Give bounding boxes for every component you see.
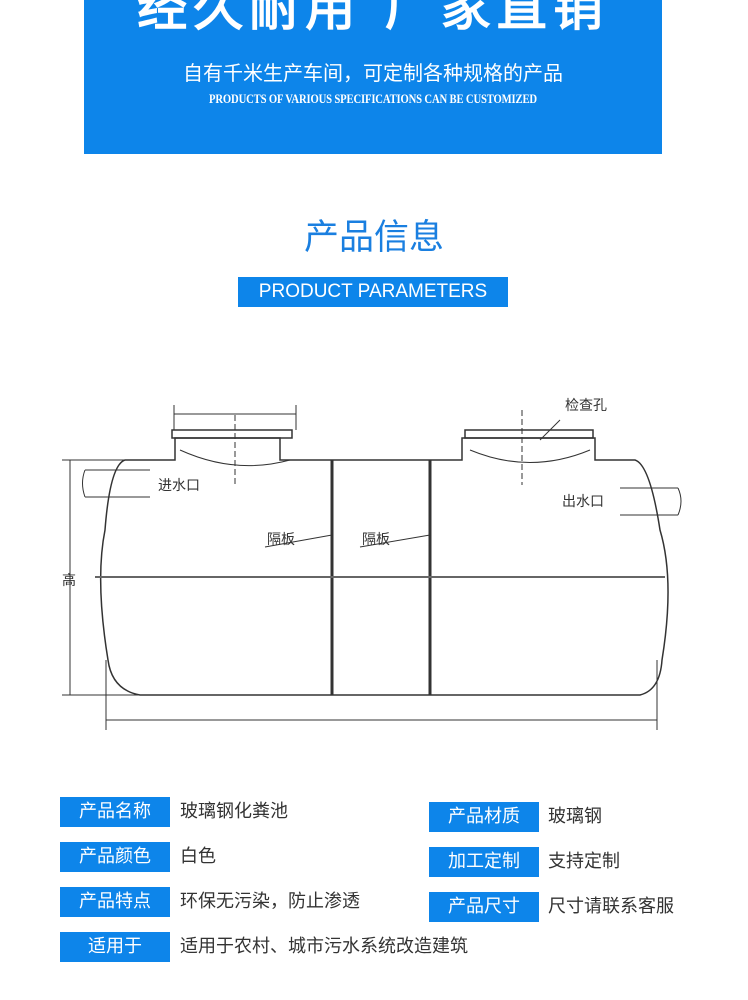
param-label-name: 产品名称 [60, 797, 170, 827]
banner-subtitle: 自有千米生产车间，可定制各种规格的产品 [183, 61, 563, 85]
promo-banner: 经久耐用 厂家直销 自有千米生产车间，可定制各种规格的产品 PRODUCTS O… [84, 0, 662, 154]
label-height: 高 [62, 572, 76, 589]
label-partition-2: 隔板 [362, 532, 390, 548]
label-partition-1: 隔板 [267, 532, 295, 548]
param-value-features: 环保无污染，防止渗透 [180, 891, 360, 912]
param-value-name: 玻璃钢化粪池 [180, 801, 288, 822]
param-value-usage: 适用于农村、城市污水系统改造建筑 [180, 936, 468, 957]
param-label-material: 产品材质 [429, 802, 539, 832]
section-badge: PRODUCT PARAMETERS [238, 277, 508, 307]
banner-english: PRODUCTS OF VARIOUS SPECIFICATIONS CAN B… [209, 91, 537, 106]
label-inlet: 进水口 [158, 478, 200, 494]
param-label-features: 产品特点 [60, 887, 170, 917]
tank-outline [99, 437, 669, 696]
param-label-color: 产品颜色 [60, 842, 170, 872]
param-value-material: 玻璃钢 [548, 806, 602, 827]
param-label-size: 产品尺寸 [429, 892, 539, 922]
param-value-size: 尺寸请联系客服 [548, 896, 674, 917]
section-title: 产品信息 [303, 218, 444, 258]
inlet-pipe [82, 469, 150, 498]
param-value-color: 白色 [180, 846, 216, 867]
outlet-pipe [620, 487, 682, 516]
param-value-custom: 支持定制 [548, 851, 620, 872]
banner-headline: 经久耐用 厂家直销 [137, 0, 609, 37]
label-outlet: 出水口 [562, 494, 604, 510]
param-label-usage: 适用于 [60, 932, 170, 962]
label-inspection: 检查孔 [565, 398, 607, 414]
tank-diagram: 检查孔 进水口 出水口 隔板 隔板 高 [62, 398, 682, 730]
param-label-custom: 加工定制 [429, 847, 539, 877]
